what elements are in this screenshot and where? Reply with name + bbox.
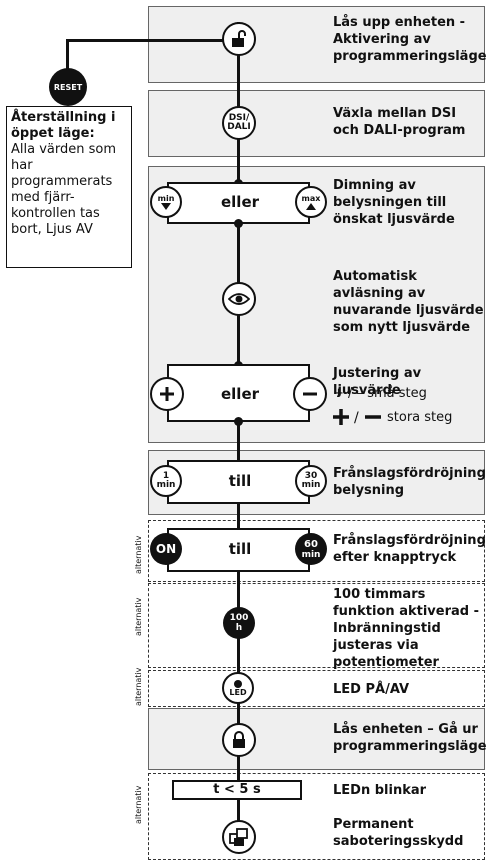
alternative-label: alternativ — [134, 535, 143, 574]
tamper-text: Permanent saboteringsskydd — [333, 817, 464, 849]
plus-minus-icon: / — [333, 409, 381, 426]
panel-100h — [148, 583, 485, 668]
delay-max-value: 30 — [304, 471, 318, 481]
minus-icon — [303, 392, 317, 396]
delay-60-unit: min — [301, 549, 321, 560]
max-button[interactable]: max — [295, 186, 327, 218]
reset-label: RESET — [53, 82, 83, 92]
led-label: LED — [229, 687, 247, 697]
on-label: ON — [155, 542, 177, 556]
led-indicator-icon — [234, 679, 242, 688]
adjust-large-label: stora steg — [387, 409, 453, 425]
junction-dot — [234, 219, 243, 228]
delay-to: till — [212, 472, 268, 490]
delay-min-unit: min — [156, 480, 176, 490]
adjust-large-steps: / stora steg — [333, 408, 452, 426]
lock-button[interactable] — [222, 723, 256, 757]
led-button[interactable]: LED — [222, 672, 254, 704]
delay-button-to: till — [212, 540, 268, 558]
lock-text: Lås enheten – Gå ur programmeringsläge — [333, 722, 487, 754]
alternative-label: alternativ — [134, 785, 143, 824]
hours100-value: 100 — [229, 613, 249, 623]
delay-min-value: 1 — [162, 471, 170, 481]
flow-line — [237, 22, 240, 842]
hours100-button[interactable]: 100 h — [223, 607, 255, 639]
panel-lock — [148, 708, 485, 770]
led-text: LED PÅ/AV — [333, 682, 410, 697]
unlock-text: Lås upp enheten - Aktivering av programm… — [333, 15, 487, 64]
dsi-dali-label: DSI/ DALI — [227, 113, 251, 132]
triangle-down-icon — [161, 203, 171, 210]
unlock-icon — [232, 30, 246, 47]
delay-text: Frånslagsfördröjning belysning — [333, 466, 486, 498]
adjust-small-steps: + / – små steg — [333, 386, 427, 401]
reset-body: Alla värden som har programmerats med fj… — [11, 142, 117, 237]
min-button[interactable]: min — [150, 186, 182, 218]
dsi-dali-button[interactable]: DSI/ DALI — [222, 106, 256, 140]
timer-box: t < 5 s — [172, 780, 302, 800]
dsi-text: Växla mellan DSI och DALI-program — [333, 106, 466, 138]
adjust-title: Justering av ljusvärde — [333, 366, 422, 398]
plus-icon — [160, 387, 174, 401]
min-label: min — [157, 194, 175, 203]
alternative-label: alternativ — [134, 597, 143, 636]
on-button[interactable]: ON — [150, 533, 182, 565]
reset-info-box: Återställning i öppet läge: Alla värden … — [6, 106, 132, 268]
timer-label: t < 5 s — [213, 782, 261, 797]
plus-button[interactable] — [150, 377, 184, 411]
svg-text:/: / — [354, 410, 359, 426]
max-label: max — [301, 194, 321, 203]
panel-unlock — [148, 6, 485, 83]
dimming-text: Dimning av belysningen till önskat ljusv… — [333, 178, 455, 227]
eye-icon — [228, 293, 250, 305]
tamper-button[interactable] — [222, 820, 256, 854]
delay-min-button[interactable]: 1 min — [150, 465, 182, 497]
reset-button[interactable]: RESET — [49, 68, 87, 106]
dimming-or: eller — [205, 193, 275, 211]
triangle-up-icon — [306, 203, 316, 210]
reset-connector — [66, 39, 226, 42]
reset-title: Återställning i öppet läge: — [11, 110, 116, 141]
eye-button[interactable] — [222, 282, 256, 316]
delay-60-value: 60 — [304, 538, 318, 550]
junction-dot — [234, 417, 243, 426]
delay-60-button[interactable]: 60 min — [295, 533, 327, 565]
unlock-button[interactable] — [222, 22, 256, 56]
adjust-or: eller — [205, 385, 275, 403]
delay-button-text: Frånslagsfördröjning efter knapptryck — [333, 533, 486, 565]
lock-icon — [233, 731, 245, 748]
panel-dsi — [148, 90, 485, 157]
panel-led — [148, 670, 485, 707]
minus-button[interactable] — [293, 377, 327, 411]
delay-max-button[interactable]: 30 min — [295, 465, 327, 497]
hours100-text: 100 timmars funktion aktiverad - Inbränn… — [333, 587, 479, 670]
auto-text: Automatisk avläsning av nuvarande ljusvä… — [333, 269, 484, 335]
double-lock-icon — [229, 828, 248, 846]
tamper-blink-text: LEDn blinkar — [333, 783, 427, 798]
reset-connector — [66, 39, 69, 74]
alternative-label: alternativ — [134, 667, 143, 706]
delay-max-unit: min — [301, 480, 321, 490]
hours100-unit: h — [235, 623, 243, 633]
